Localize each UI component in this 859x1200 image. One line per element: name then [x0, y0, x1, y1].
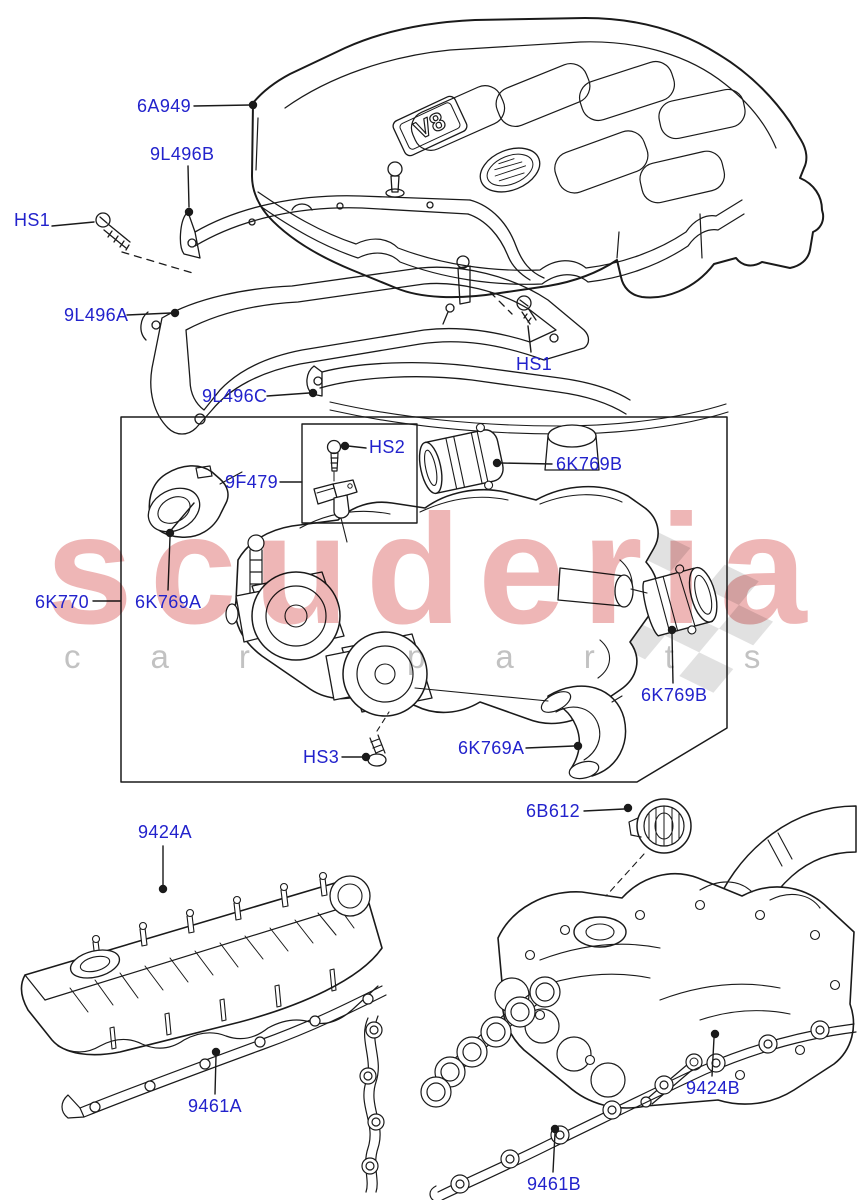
cam-cover-left-drawing: [20, 871, 383, 1056]
brand-oval-logo: [479, 147, 541, 193]
callout-cam-cover-right[interactable]: 9424B: [686, 1078, 741, 1098]
elbow-lower-drawing: [540, 685, 627, 780]
gasket-right-drawing: [420, 976, 857, 1200]
callout-gasket-right[interactable]: 9461B: [527, 1174, 582, 1194]
leader-lines: [51, 100, 720, 1173]
callout-elbow-lower[interactable]: 6K769A: [458, 738, 525, 758]
engine-cover-drawing: V8: [251, 17, 825, 299]
callout-engine-cover[interactable]: 6A949: [137, 96, 192, 116]
map-sensor-box: [301, 423, 418, 543]
oil-filler-cap-drawing: [605, 798, 692, 897]
callout-bolt-left[interactable]: HS1: [14, 210, 51, 230]
bolt-left-drawing: [95, 212, 197, 275]
bolt-right-drawing: [489, 291, 537, 325]
bracket-upper-drawing: [179, 161, 545, 281]
intake-manifold-drawing: [225, 424, 659, 767]
callout-bracket-left[interactable]: 9L496A: [64, 305, 129, 325]
callout-bracket-upper[interactable]: 9L496B: [150, 144, 215, 164]
callout-bolt-right[interactable]: HS1: [516, 354, 553, 374]
sleeve-upper-drawing: [418, 423, 504, 495]
callout-intake-assembly[interactable]: 6K770: [35, 592, 90, 612]
cam-cover-right-drawing: [494, 805, 857, 1109]
callout-sleeve-upper[interactable]: 6K769B: [556, 454, 623, 474]
callout-cam-cover-left[interactable]: 9424A: [138, 822, 193, 842]
bracket-left-drawing: [140, 266, 590, 435]
callout-map-sensor[interactable]: 9F479: [225, 472, 279, 492]
gasket-left-drawing: [61, 985, 387, 1193]
callout-oil-filler-cap[interactable]: 6B612: [526, 801, 581, 821]
callout-sleeve-lower[interactable]: 6K769B: [641, 685, 708, 705]
callout-elbow-upper[interactable]: 6K769A: [135, 592, 202, 612]
callout-screw-manifold[interactable]: HS3: [303, 747, 340, 767]
callout-gasket-left[interactable]: 9461A: [188, 1096, 243, 1116]
elbow-upper-drawing: [147, 465, 243, 538]
sleeve-lower-drawing: [642, 564, 718, 637]
callout-bracket-lower[interactable]: 9L496C: [202, 386, 268, 406]
assembly-box: [120, 416, 728, 783]
callout-screw-map[interactable]: HS2: [369, 437, 406, 457]
